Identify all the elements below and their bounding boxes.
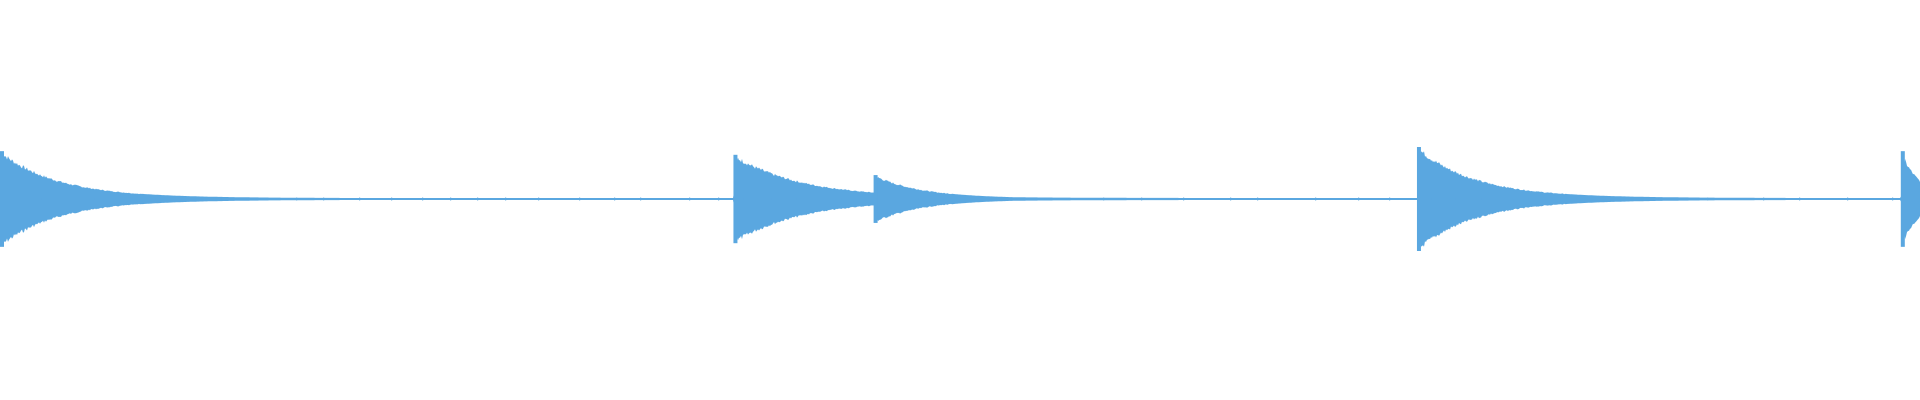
onset-marker-2 [733, 154, 738, 244]
noise-tick [359, 197, 361, 201]
noise-tick [154, 197, 156, 201]
noise-tick [1763, 197, 1765, 201]
onset-marker-5 [1900, 151, 1905, 247]
noise-tick [689, 197, 691, 201]
noise-tick [1389, 197, 1391, 201]
noise-tick [450, 197, 452, 201]
noise-tick [614, 197, 616, 201]
noise-tick [538, 197, 540, 201]
noise-tick [718, 197, 720, 201]
noise-tick [1707, 197, 1709, 201]
waveform-envelope [0, 151, 1920, 247]
noise-tick [1575, 197, 1577, 201]
noise-tick [942, 197, 944, 201]
noise-tick [259, 197, 261, 201]
noise-tick [1799, 197, 1801, 201]
noise-tick [180, 197, 182, 201]
noise-tick [1892, 197, 1894, 201]
noise-tick [1183, 197, 1185, 201]
noise-tick [422, 197, 424, 201]
onset-marker-1 [0, 151, 4, 247]
waveform-marks [0, 147, 1920, 251]
noise-tick [875, 197, 877, 201]
noise-tick [1043, 197, 1045, 201]
noise-tick [505, 197, 507, 201]
noise-tick [220, 197, 222, 201]
noise-tick [391, 197, 393, 201]
noise-tick [795, 197, 797, 201]
noise-tick [640, 197, 642, 201]
noise-tick [477, 197, 479, 201]
noise-tick [840, 197, 842, 201]
noise-tick [93, 197, 95, 201]
noise-tick [1527, 197, 1529, 201]
noise-tick [988, 197, 990, 201]
noise-tick [1230, 197, 1232, 201]
noise-tick [1315, 197, 1317, 201]
noise-tick [1847, 197, 1849, 201]
noise-tick [1480, 197, 1482, 201]
noise-tick [296, 197, 298, 201]
noise-tick [323, 197, 325, 201]
noise-tick [1604, 197, 1606, 201]
noise-tick [1141, 197, 1143, 201]
noise-tick [40, 197, 42, 201]
noise-tick [1430, 197, 1432, 201]
noise-tick [1103, 197, 1105, 201]
noise-tick [1257, 197, 1259, 201]
noise-tick [742, 197, 744, 201]
onset-marker-4 [1416, 147, 1421, 251]
noise-tick [770, 197, 772, 201]
noise-tick [579, 197, 581, 201]
noise-tick [1657, 197, 1659, 201]
noise-tick [1358, 197, 1360, 201]
noise-tick [1454, 197, 1456, 201]
noise-tick [917, 197, 919, 201]
